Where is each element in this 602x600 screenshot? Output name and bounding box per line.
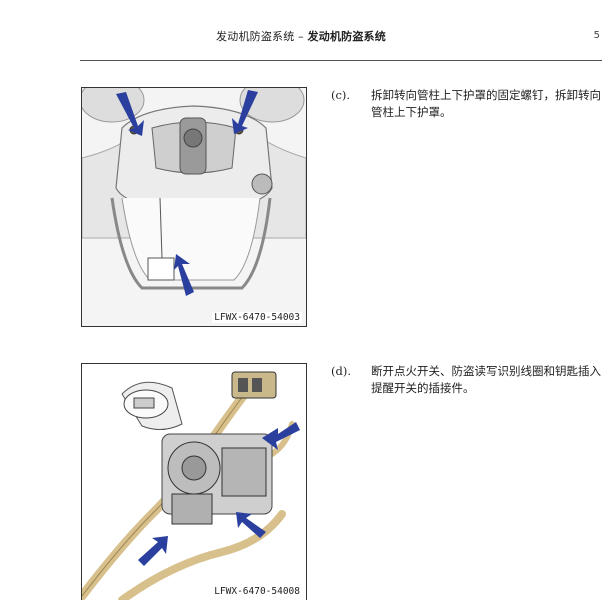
- figure-steering-column-cover: LFWX-6470-54003: [81, 87, 307, 327]
- step-label: (d).: [331, 364, 351, 378]
- arrow-icon: [174, 254, 194, 296]
- arrow-icon: [116, 92, 144, 136]
- header-title: 发动机防盗系统 – 发动机防盗系统: [0, 28, 602, 44]
- arrow-icon: [236, 512, 266, 538]
- figure-ignition-connectors: LFWX-6470-54008: [81, 363, 307, 600]
- arrow-icon: [232, 90, 258, 134]
- header-rule: [80, 60, 602, 61]
- arrow-icon: [138, 536, 168, 566]
- steering-column-illustration: [82, 88, 306, 326]
- figure-caption: LFWX-6470-54008: [212, 586, 302, 597]
- ignition-switch-illustration: [82, 364, 306, 600]
- figure-caption: LFWX-6470-54003: [212, 312, 302, 323]
- header-prefix: 发动机防盗系统 –: [216, 30, 308, 43]
- arrow-icon: [262, 422, 300, 450]
- header-section-title: 发动机防盗系统: [307, 30, 386, 43]
- step-text: 断开点火开关、防盗读写识别线圈和钥匙插入提醒开关的插接件。: [371, 364, 601, 395]
- step-text: 拆卸转向管柱上下护罩的固定螺钉，拆卸转向管柱上下护罩。: [371, 88, 601, 119]
- page-number: 5: [593, 30, 600, 41]
- step-label: (c).: [331, 88, 351, 102]
